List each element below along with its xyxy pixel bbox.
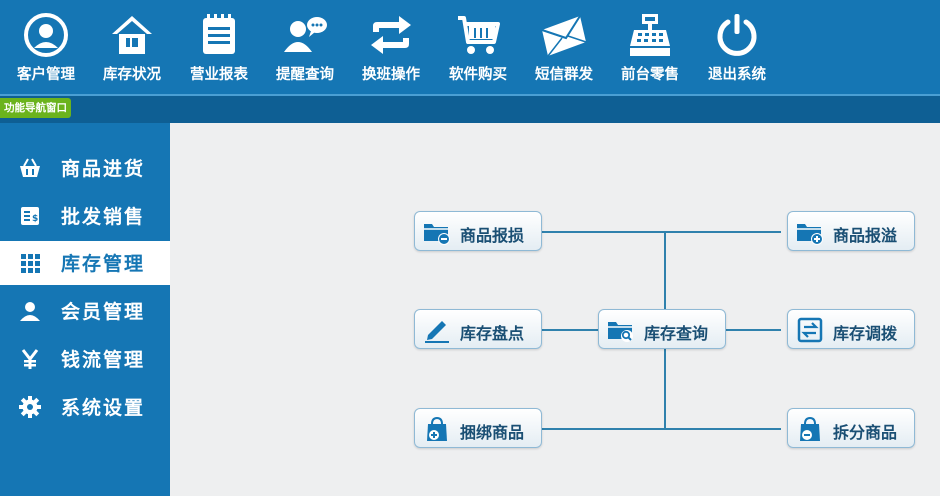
- button-label: 拆分商品: [833, 423, 898, 442]
- gear-icon: [18, 395, 42, 419]
- button-label: 商品报损: [460, 226, 525, 245]
- button-label: 库存调拨: [833, 324, 898, 343]
- button-label: 捆绑商品: [460, 423, 525, 442]
- navigation-strip: 功能导航窗口: [0, 94, 940, 123]
- transfer-icon: [796, 317, 824, 343]
- shift-icon: [367, 12, 415, 58]
- toolbar-purchase-button[interactable]: 软件购买: [436, 0, 520, 94]
- stocktake-button[interactable]: 库存盘点: [414, 309, 542, 349]
- toolbar-label: 换班操作: [362, 67, 420, 83]
- toolbar-label: 退出系统: [708, 67, 766, 83]
- connector-line: [542, 231, 781, 233]
- sidebar-item-label: 会员管理: [61, 301, 146, 323]
- toolbar-reminder-button[interactable]: 提醒查询: [263, 0, 347, 94]
- inventory-transfer-button[interactable]: 库存调拨: [787, 309, 915, 349]
- cash-register-icon: [626, 12, 674, 58]
- bag-plus-icon: [423, 416, 451, 442]
- sidebar-item-label: 批发销售: [61, 206, 146, 228]
- envelope-icon: [540, 12, 588, 58]
- button-label: 库存盘点: [460, 324, 525, 343]
- inventory-query-button[interactable]: 库存查询: [598, 309, 726, 349]
- toolbar-shift-button[interactable]: 换班操作: [349, 0, 433, 94]
- customer-icon: [22, 12, 70, 58]
- sidebar-item-label: 库存管理: [61, 253, 146, 275]
- folder-plus-icon: [796, 219, 824, 245]
- function-nav-tag: 功能导航窗口: [0, 98, 71, 118]
- receipt-icon: $: [18, 204, 42, 228]
- toolbar-sms-button[interactable]: 短信群发: [522, 0, 606, 94]
- cart-icon: [454, 12, 502, 58]
- report-icon: [195, 12, 243, 58]
- toolbar-retail-button[interactable]: 前台零售: [608, 0, 692, 94]
- bundle-goods-button[interactable]: 捆绑商品: [414, 408, 542, 448]
- connector-line: [542, 428, 781, 430]
- button-label: 库存查询: [644, 324, 709, 343]
- sidebar-item-purchase[interactable]: 商品进货: [0, 146, 170, 190]
- toolbar-label: 客户管理: [17, 67, 75, 83]
- sidebar-item-wholesale[interactable]: $ 批发销售: [0, 194, 170, 238]
- basket-icon: [18, 156, 42, 180]
- damage-report-button[interactable]: 商品报损: [414, 211, 542, 251]
- connector-line: [726, 329, 781, 331]
- top-toolbar: 客户管理 库存状况 营业报表 提醒查询 换班操作 软件购买 短信群发: [0, 0, 940, 94]
- sidebar-item-inventory[interactable]: 库存管理: [0, 241, 170, 285]
- sidebar-item-cashflow[interactable]: 钱流管理: [0, 337, 170, 381]
- svg-text:$: $: [32, 214, 38, 224]
- main-panel: 商品报损 商品报溢 库存盘点 库存查询 库存调拨 捆绑商品: [170, 123, 940, 496]
- toolbar-label: 前台零售: [621, 67, 679, 83]
- sidebar-item-label: 钱流管理: [61, 349, 146, 371]
- yen-icon: [18, 347, 42, 371]
- overflow-report-button[interactable]: 商品报溢: [787, 211, 915, 251]
- sidebar: 商品进货 $ 批发销售 库存管理 会员管理 钱流管理 系统设置: [0, 123, 170, 496]
- toolbar-customer-button[interactable]: 客户管理: [4, 0, 88, 94]
- connector-line: [542, 329, 598, 331]
- reminder-icon: [281, 12, 329, 58]
- button-label: 商品报溢: [833, 226, 898, 245]
- toolbar-label: 营业报表: [190, 67, 248, 83]
- sidebar-item-members[interactable]: 会员管理: [0, 289, 170, 333]
- person-icon: [18, 299, 42, 323]
- toolbar-label: 软件购买: [449, 67, 507, 83]
- split-goods-button[interactable]: 拆分商品: [787, 408, 915, 448]
- sidebar-item-settings[interactable]: 系统设置: [0, 385, 170, 429]
- power-icon: [713, 12, 761, 58]
- sidebar-item-label: 商品进货: [61, 158, 146, 180]
- bag-minus-icon: [796, 416, 824, 442]
- toolbar-label: 短信群发: [535, 67, 593, 83]
- toolbar-exit-button[interactable]: 退出系统: [695, 0, 779, 94]
- toolbar-inventory-status-button[interactable]: 库存状况: [90, 0, 174, 94]
- toolbar-label: 提醒查询: [276, 67, 334, 83]
- grid-icon: [18, 251, 42, 275]
- folder-minus-icon: [423, 219, 451, 245]
- house-icon: [108, 12, 156, 58]
- sidebar-item-label: 系统设置: [61, 397, 146, 419]
- pencil-icon: [423, 317, 451, 343]
- folder-search-icon: [607, 317, 635, 343]
- toolbar-report-button[interactable]: 营业报表: [177, 0, 261, 94]
- toolbar-label: 库存状况: [103, 67, 161, 83]
